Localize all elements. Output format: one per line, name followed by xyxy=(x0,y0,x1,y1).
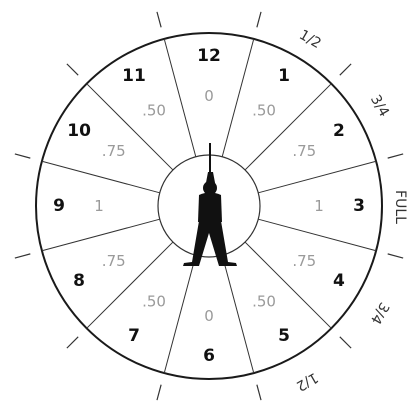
swing-fraction-label: .50 xyxy=(252,102,276,120)
sector-divider xyxy=(42,219,160,251)
hour-label-4: 4 xyxy=(333,271,345,291)
outer-tick xyxy=(340,337,351,348)
outer-tick xyxy=(67,64,78,75)
outer-tick xyxy=(388,254,403,258)
outer-label-half-top: 1/2 xyxy=(296,27,324,52)
hour-label-9: 9 xyxy=(53,196,65,216)
outer-label-full: FULL xyxy=(392,190,408,224)
outer-label-three-quarter-bottom: 3/4 xyxy=(367,299,392,327)
sector-divider xyxy=(245,242,331,328)
golfer-silhouette-icon xyxy=(183,143,237,266)
hour-label-3: 3 xyxy=(353,196,365,216)
hour-label-1: 1 xyxy=(278,66,290,86)
hour-label-12: 12 xyxy=(197,46,221,66)
outer-label-three-quarter-top: 3/4 xyxy=(367,92,392,120)
swing-fraction-label: 1 xyxy=(314,197,324,215)
swing-fraction-label: .75 xyxy=(102,252,126,270)
outer-tick xyxy=(257,12,261,27)
hour-label-7: 7 xyxy=(128,326,140,346)
sector-divider xyxy=(258,219,376,251)
swing-fraction-label: 0 xyxy=(204,307,214,325)
outer-tick xyxy=(157,12,161,27)
sector-divider xyxy=(87,242,173,328)
outer-tick xyxy=(15,154,30,158)
outer-label-half-bottom: 1/2 xyxy=(293,369,321,394)
sector-divider xyxy=(245,84,331,170)
swing-fraction-label: .75 xyxy=(292,142,316,160)
hour-label-8: 8 xyxy=(73,271,85,291)
hour-label-2: 2 xyxy=(333,121,345,141)
hour-label-11: 11 xyxy=(122,66,146,86)
outer-tick xyxy=(67,337,78,348)
sector-divider xyxy=(222,255,254,373)
outer-tick xyxy=(257,385,261,400)
sector-divider xyxy=(258,161,376,193)
outer-tick xyxy=(340,64,351,75)
sector-divider xyxy=(42,161,160,193)
hour-label-6: 6 xyxy=(203,346,215,366)
swing-fraction-label: 0 xyxy=(204,87,214,105)
swing-fraction-label: 1 xyxy=(94,197,104,215)
swing-fraction-label: .75 xyxy=(292,252,316,270)
outer-tick xyxy=(15,254,30,258)
outer-tick xyxy=(157,385,161,400)
sector-divider xyxy=(164,39,196,157)
sector-divider xyxy=(222,39,254,157)
sector-divider xyxy=(87,84,173,170)
outer-tick xyxy=(388,154,403,158)
swing-fraction-label: .50 xyxy=(252,292,276,310)
swing-fraction-label: .50 xyxy=(142,102,166,120)
hour-label-5: 5 xyxy=(278,326,290,346)
hour-label-10: 10 xyxy=(67,121,91,141)
sector-divider xyxy=(164,255,196,373)
swing-fraction-label: .50 xyxy=(142,292,166,310)
swing-fraction-label: .75 xyxy=(102,142,126,160)
